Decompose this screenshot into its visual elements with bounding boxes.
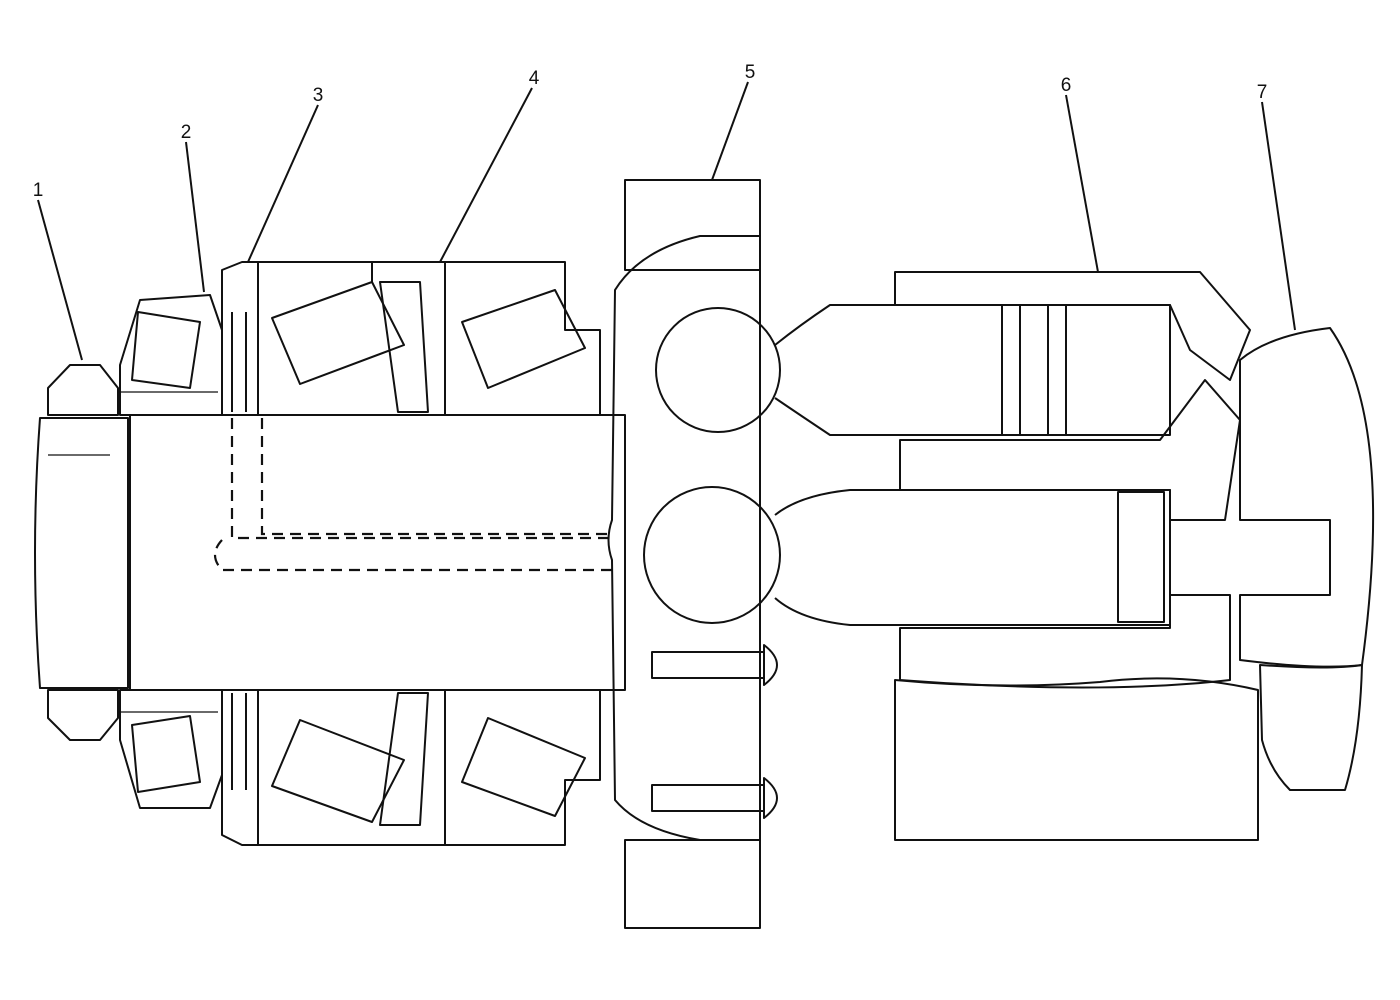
piston-ball [643,486,781,624]
shaft-spline [34,417,129,689]
drive-shaft [34,414,626,691]
leader-3 [247,104,319,263]
callout-1: 1 [33,180,44,201]
gear-teeth-lower [624,839,761,929]
piston-ball [655,307,781,433]
drive-flange [607,235,761,841]
spacer-ring [221,261,259,846]
callout-2: 2 [181,122,192,143]
flange-bolt-upper [651,644,778,686]
leader-2 [185,141,205,293]
bearing-roller-3 [271,719,405,823]
small-tapered-bearing-upper [118,294,223,416]
oil-passage [213,418,612,572]
roller [131,715,201,793]
callout-labels: 1 2 3 4 5 6 7 [33,62,1268,201]
gear-teeth-upper [624,179,761,271]
drive-gear [607,179,761,929]
piston-upper [655,304,1171,436]
flange-bolt-lower [651,777,778,819]
leader-1 [37,199,83,361]
callout-4: 4 [529,68,540,89]
roller [131,311,201,389]
cylinder-block-body [894,677,1259,841]
callout-5: 5 [745,62,756,83]
leader-7 [1261,101,1296,331]
shaft-nut [47,364,119,741]
small-tapered-bearing-lower [118,689,223,809]
piston-lower [643,486,1171,626]
bearing-roller-1 [271,281,405,385]
leader-4 [439,87,533,263]
end-cap [1239,327,1375,791]
leader-5 [711,81,749,181]
callout-7: 7 [1257,82,1268,103]
bearing-roller-2 [461,289,586,389]
callout-3: 3 [313,85,324,106]
bearing-roller-4 [461,717,586,817]
main-bearing-housing-lower [257,689,601,846]
callout-6: 6 [1061,75,1072,96]
leader-lines [37,81,1296,361]
main-bearing-housing-upper [257,261,601,416]
cylinder-block [894,271,1259,841]
leader-6 [1065,94,1099,273]
